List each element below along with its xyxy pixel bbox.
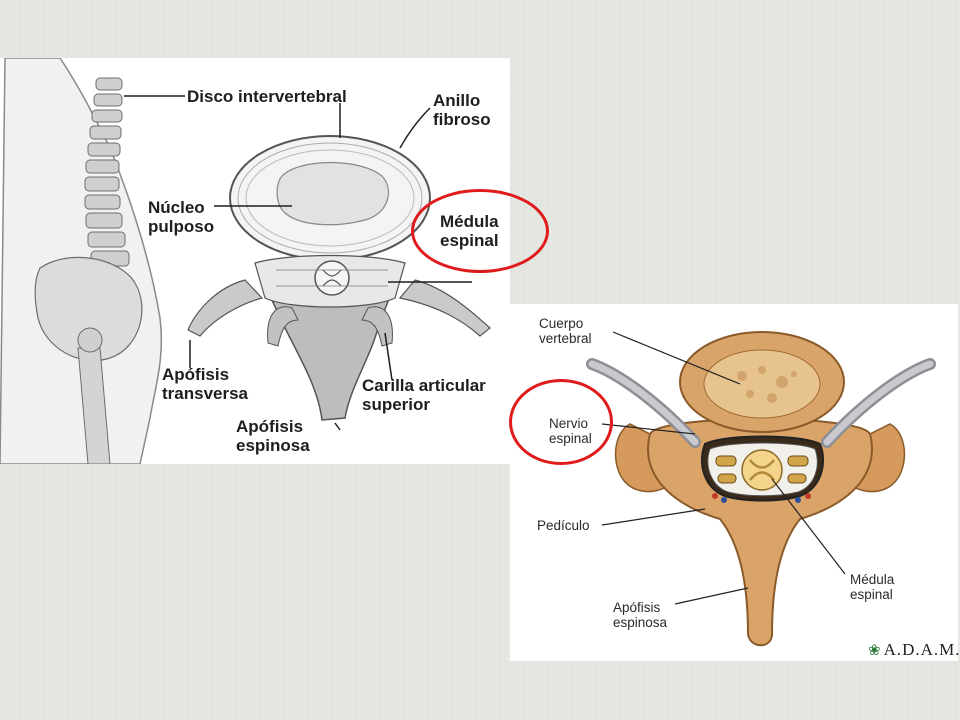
label-medula-espinal-left: Médula espinal — [440, 212, 499, 250]
label-nervio-espinal: Nervio espinal — [549, 416, 592, 446]
label-apofisis-espinosa-left: Apófisis espinosa — [236, 417, 310, 455]
label-carilla-articular-superior: Carilla articular superior — [362, 376, 486, 414]
lumbar-vertebra-diagram: Disco intervertebral Anillo fibroso Núcl… — [0, 58, 510, 464]
vertebra-cross-section-illustration — [586, 331, 936, 647]
leaf-icon: ❀ — [868, 643, 882, 659]
label-pediculo: Pedículo — [537, 518, 590, 533]
label-disco-intervertebral: Disco intervertebral — [187, 87, 347, 106]
label-cuerpo-vertebral: Cuerpo vertebral — [539, 316, 592, 346]
label-apofisis-transversa: Apófisis transversa — [162, 365, 249, 403]
adam-logo-text: A.D.A.M. — [883, 640, 960, 659]
lumbar-vertebra-illustration — [0, 58, 491, 464]
vertebra-cross-section-diagram: Cuerpo vertebral Nervio espinal Pedículo… — [510, 304, 958, 661]
label-apofisis-espinosa-right: Apófisis espinosa — [613, 600, 668, 630]
label-nucleo-pulposo: Núcleo pulposo — [148, 198, 215, 236]
label-medula-espinal-right: Médula espinal — [850, 572, 895, 602]
adam-logo: ❀A.D.A.M. — [868, 640, 960, 660]
label-anillo-fibroso: Anillo fibroso — [433, 91, 491, 129]
